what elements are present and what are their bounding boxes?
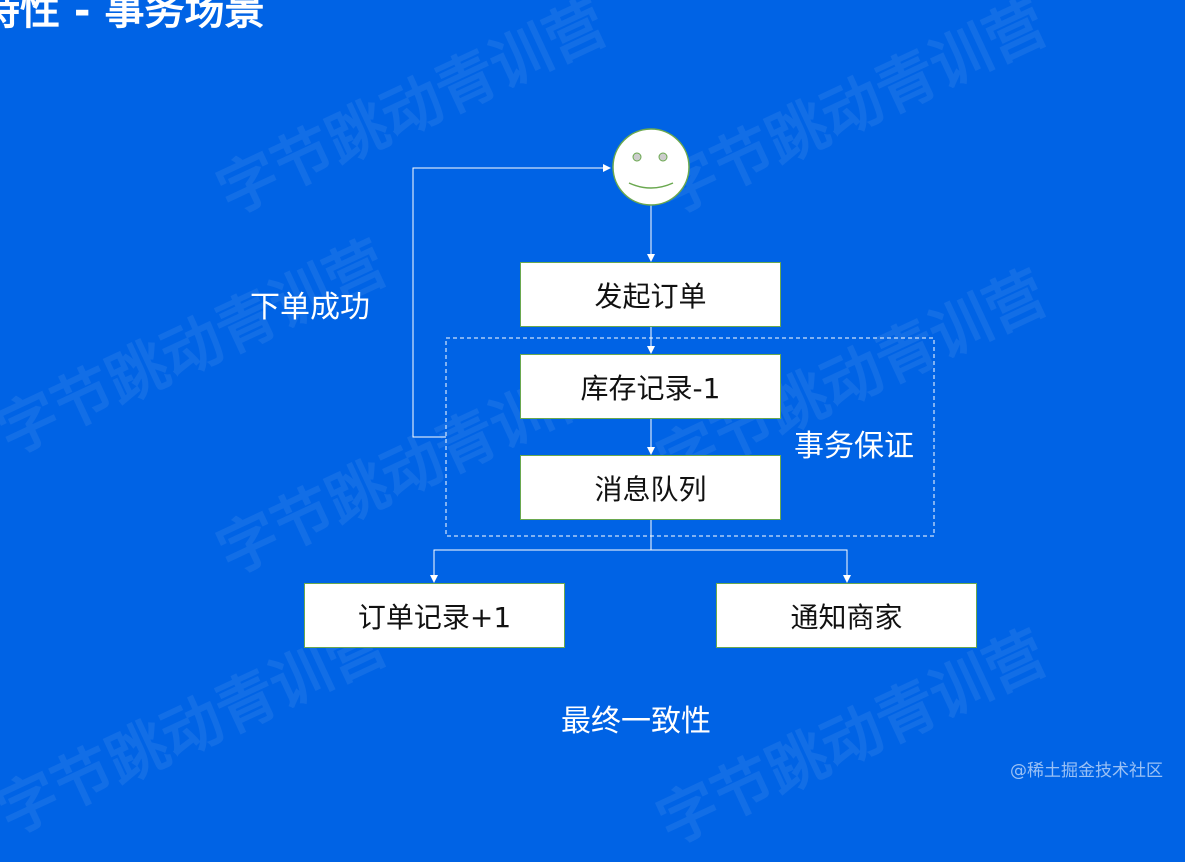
smiley-face-icon [612,128,690,206]
label-order-success: 下单成功 [250,290,370,325]
node-inventory: 库存记录-1 [520,354,781,419]
corner-watermark: @稀土掘金技术社区 [1010,761,1163,781]
arrow-mq-to-order [430,520,652,583]
label-transaction: 事务保证 [794,429,914,464]
arrow-success-to-user [412,164,611,438]
node-order-record: 订单记录+1 [304,583,565,648]
label-eventual-consistency: 最终一致性 [561,704,711,739]
arrow-mq-to-notify [651,549,851,583]
slide-title: 特性 - 事务场景 [0,0,265,34]
node-start-order: 发起订单 [520,262,781,327]
node-message-queue: 消息队列 [520,455,781,520]
node-notify-merchant: 通知商家 [716,583,977,648]
connectors [412,128,935,583]
